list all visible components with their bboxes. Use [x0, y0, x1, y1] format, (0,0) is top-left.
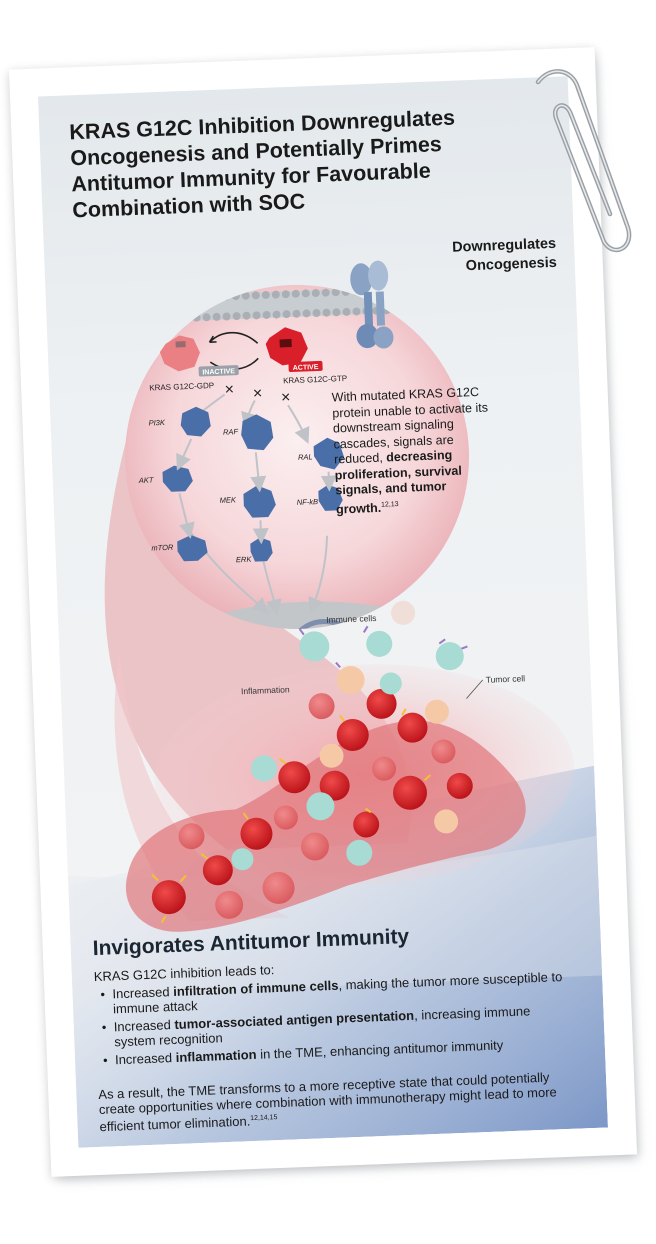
inactive-badge: INACTIVE [198, 365, 239, 377]
block-x-2: × [253, 385, 263, 402]
arrow-pi3k-akt [176, 438, 193, 471]
tumor-cell-leader [466, 679, 484, 699]
akt-protein [162, 465, 193, 492]
arrow-mek-erk [252, 520, 269, 545]
raf-protein [241, 414, 274, 451]
receptor-marks [298, 625, 468, 669]
arrow-raf-mek [250, 452, 267, 493]
pathway-label-erk: ERK [236, 555, 253, 565]
antibody-marks [151, 708, 432, 923]
infographic-card: INACTIVE ACTIVE KRAS G12C-GDP KRAS G12C-… [8, 47, 638, 1177]
card-panel: INACTIVE ACTIVE KRAS G12C-GDP KRAS G12C-… [38, 76, 608, 1148]
pi3k-protein [180, 406, 211, 437]
pathway-label-pi3k: PI3K [148, 418, 166, 428]
label-inflammation: Inflammation [241, 684, 290, 696]
pathway-label-ral: RAL [298, 452, 313, 462]
mtor-protein [177, 535, 208, 562]
pathway-label-mtor: mTOR [151, 543, 174, 553]
kras-gdp-label: KRAS G12C-GDP [149, 381, 214, 392]
pathway-label-akt: AKT [138, 475, 155, 485]
kras-gtp-label: KRAS G12C-GTP [283, 374, 347, 385]
page-title: KRAS G12C Inhibition Downregulates Oncog… [68, 105, 456, 223]
arrow-kras-ral [287, 404, 310, 444]
pathway-label-mek: MEK [219, 495, 237, 505]
immune-cells [231, 600, 464, 871]
block-x-1: × [224, 381, 234, 398]
arrow-akt-mtor [178, 493, 195, 539]
receptor-icon [350, 260, 394, 349]
paperclip-icon [535, 69, 632, 253]
label-immune-cells: Immune cells [326, 613, 376, 625]
pathway-label-nfkb: NF-kB [297, 497, 319, 507]
oncogenesis-callout: With mutated KRAS G12C protein unable to… [331, 384, 489, 517]
pathway-label-raf: RAF [223, 427, 239, 437]
tumor-cells [151, 688, 473, 919]
ral-protein [313, 437, 345, 470]
kras-gdp-icon [159, 335, 200, 372]
active-badge: ACTIVE [288, 360, 323, 373]
label-tumor-cell: Tumor cell [486, 673, 526, 685]
svg-text:INACTIVE: INACTIVE [202, 368, 235, 376]
exchange-arrow-top [208, 331, 259, 344]
svg-text:ACTIVE: ACTIVE [293, 364, 319, 372]
arrow-nfkb-nucleus [308, 535, 329, 614]
exchange-arrowhead [208, 335, 217, 343]
blue-wash-light [67, 835, 603, 996]
kras-gtp-icon [265, 327, 308, 366]
mek-protein [243, 485, 276, 518]
block-x-3: × [281, 389, 291, 406]
